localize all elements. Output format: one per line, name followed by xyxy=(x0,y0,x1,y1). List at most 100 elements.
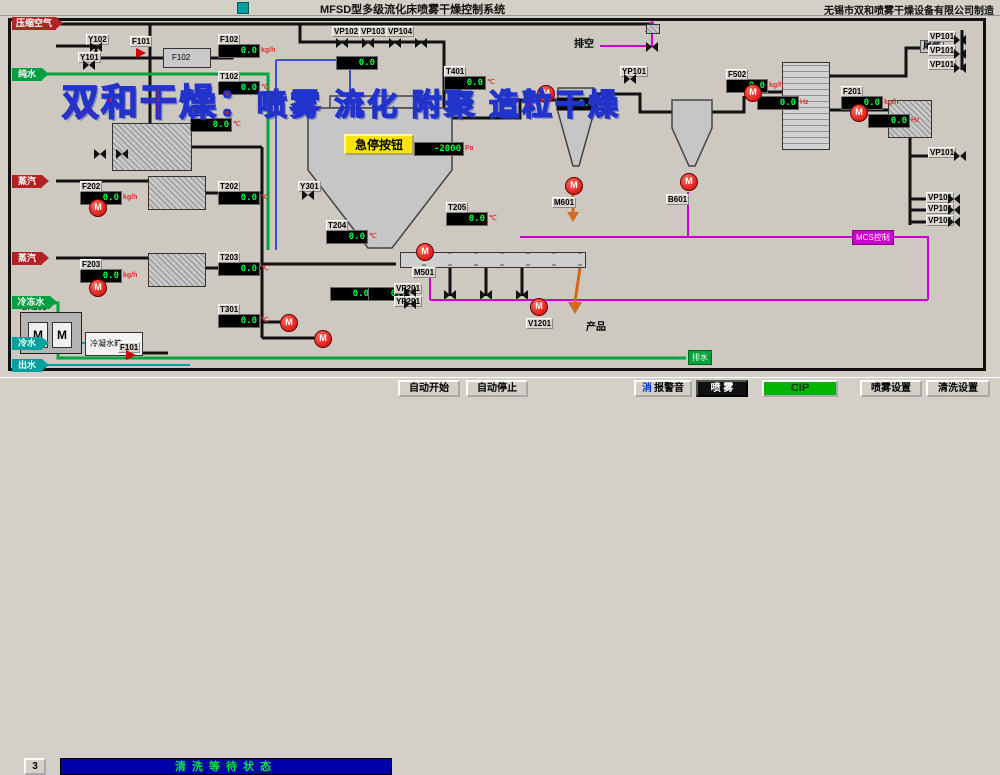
instrument-display-T205: 0.0℃ xyxy=(446,212,497,226)
label-V1201: V1201 xyxy=(526,318,554,329)
valve-icon[interactable] xyxy=(954,151,966,161)
valve-icon[interactable] xyxy=(389,38,401,48)
valve-icon[interactable] xyxy=(302,190,314,200)
valve-icon[interactable] xyxy=(954,63,966,73)
instrument-display-T204: 0.0℃ xyxy=(326,230,377,244)
fan-motor-icon[interactable]: M xyxy=(744,84,762,102)
valve-icon[interactable] xyxy=(948,217,960,227)
fan-motor-icon[interactable]: M xyxy=(680,173,698,191)
button-auto-stop[interactable]: 自动停止 xyxy=(466,380,528,397)
valve-icon[interactable] xyxy=(404,287,416,297)
valve-icon[interactable] xyxy=(362,38,374,48)
button-auto-start[interactable]: 自动开始 xyxy=(398,380,460,397)
valve-icon[interactable] xyxy=(646,42,658,52)
instrument-label-F502: F502 xyxy=(726,69,749,80)
source-label-蒸汽: 蒸汽 xyxy=(12,252,49,265)
instrument-label-F102: F102 xyxy=(218,34,241,45)
fan-motor-icon[interactable]: M xyxy=(89,279,107,297)
instrument-display: 0.0 xyxy=(336,56,378,70)
instrument-display-T401: 0.0℃ xyxy=(444,76,495,90)
label-M501: M501 xyxy=(412,267,437,278)
fan-motor-icon[interactable]: M xyxy=(537,85,555,103)
status-bar: 清洗等待状态 xyxy=(60,758,392,775)
valve-icon[interactable] xyxy=(954,49,966,59)
valve-icon[interactable] xyxy=(415,38,427,48)
valve-icon[interactable] xyxy=(94,149,106,159)
valve-icon[interactable] xyxy=(516,290,528,300)
instrument-display-T203: 0.0℃ xyxy=(218,262,269,276)
label-VP102: VP102 xyxy=(332,26,361,37)
label-VP101: VP101 xyxy=(928,59,957,70)
instrument-display: 0.0 xyxy=(330,287,372,301)
fan-motor-icon[interactable]: M xyxy=(89,199,107,217)
instrument-display-T102: 0.0℃ xyxy=(218,81,269,95)
valve-icon[interactable] xyxy=(90,42,102,52)
label-VP104: VP104 xyxy=(386,26,415,37)
label-VP101: VP101 xyxy=(928,31,957,42)
label-M601: M601 xyxy=(552,197,577,208)
valve-icon[interactable] xyxy=(480,290,492,300)
valve-icon[interactable] xyxy=(336,38,348,48)
label-排水: 排水 xyxy=(688,350,712,365)
instrument-label-T205: T205 xyxy=(446,202,469,213)
button-mute-alarm[interactable]: 消报警音 xyxy=(634,380,692,397)
label-B601: B601 xyxy=(666,194,690,205)
instrument-display-T201: 0.0℃ xyxy=(190,118,241,132)
button-cip[interactable]: CIP xyxy=(762,380,838,397)
instrument-label-F202: F202 xyxy=(80,181,103,192)
source-label-蒸汽: 蒸汽 xyxy=(12,175,49,188)
emergency-stop-button[interactable]: 急停按钮 xyxy=(344,134,414,155)
valve-icon[interactable] xyxy=(83,60,95,70)
instrument-label-T301: T301 xyxy=(218,304,241,315)
label-VP101: VP101 xyxy=(928,147,957,158)
pump-icon xyxy=(126,350,136,360)
valve-icon[interactable] xyxy=(116,149,128,159)
title-bar: MFSD型多级流化床喷雾干燥控制系统 无锡市双和喷雾干燥设备有限公司制造 xyxy=(0,0,1000,17)
button-spray-settings[interactable]: 喷雾设置 xyxy=(860,380,922,397)
source-label-冷水: 冷水 xyxy=(12,337,49,350)
source-label-冷冻水: 冷冻水 xyxy=(12,296,57,309)
button-spray[interactable]: 喷 雾 xyxy=(696,380,748,397)
feed-heater xyxy=(163,48,211,68)
pump-icon xyxy=(136,48,146,58)
instrument-label-T401: T401 xyxy=(444,66,467,77)
valve-icon[interactable] xyxy=(954,35,966,45)
fan-motor-icon[interactable]: M xyxy=(530,298,548,316)
instrument-label-T202: T202 xyxy=(218,181,241,192)
fan-motor-icon[interactable]: M xyxy=(280,314,298,332)
fan-motor-icon[interactable]: M xyxy=(416,243,434,261)
label-产品: 产品 xyxy=(586,322,606,333)
instrument-display-T301: 0.0℃ xyxy=(218,314,269,328)
instrument-label-T203: T203 xyxy=(218,252,241,263)
steam-heater-1 xyxy=(148,176,206,210)
label-冷凝水箱: 冷凝水箱 xyxy=(90,339,122,348)
label-VP103: VP103 xyxy=(359,26,388,37)
instrument-label-F201: F201 xyxy=(841,86,864,97)
bag-filter xyxy=(112,123,192,171)
page-title: MFSD型多级流化床喷雾干燥控制系统 xyxy=(320,4,506,16)
valve-icon[interactable] xyxy=(948,205,960,215)
label-MCS控制: MCS控制 xyxy=(852,230,894,245)
valve-icon[interactable] xyxy=(444,290,456,300)
fan-motor-icon[interactable]: M xyxy=(850,104,868,122)
instrument-label-F203: F203 xyxy=(80,259,103,270)
fan-motor-icon[interactable]: M xyxy=(565,177,583,195)
valve-icon[interactable] xyxy=(624,74,636,84)
valve-icon[interactable] xyxy=(948,194,960,204)
fan-motor-icon[interactable]: M xyxy=(314,330,332,348)
titlebar-icon xyxy=(237,2,249,14)
valve-icon[interactable] xyxy=(404,299,416,309)
page-select-button[interactable]: 3 xyxy=(24,758,46,775)
instrument-label-T201: T201 xyxy=(190,108,213,119)
button-clean-settings[interactable]: 清洗设置 xyxy=(926,380,990,397)
source-label-纯水: 纯水 xyxy=(12,68,49,81)
source-label-出水: 出水 xyxy=(12,359,49,372)
label-M: M xyxy=(52,322,72,348)
source-label-压缩空气: 压缩空气 xyxy=(12,17,63,30)
